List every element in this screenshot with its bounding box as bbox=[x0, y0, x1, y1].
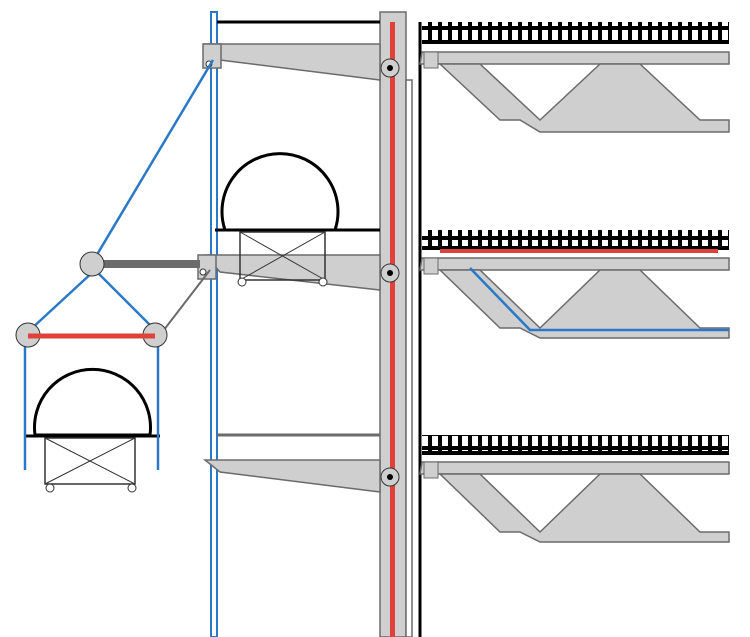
gondola-upper bbox=[215, 152, 380, 287]
cable-hubs bbox=[15, 251, 168, 348]
blue-mast bbox=[210, 11, 218, 637]
floor-1 bbox=[202, 22, 730, 133]
floor-2 bbox=[100, 230, 730, 339]
central-column bbox=[379, 11, 422, 637]
gondola-lower bbox=[25, 367, 160, 493]
cables bbox=[23, 59, 215, 470]
floor-3 bbox=[202, 433, 730, 543]
